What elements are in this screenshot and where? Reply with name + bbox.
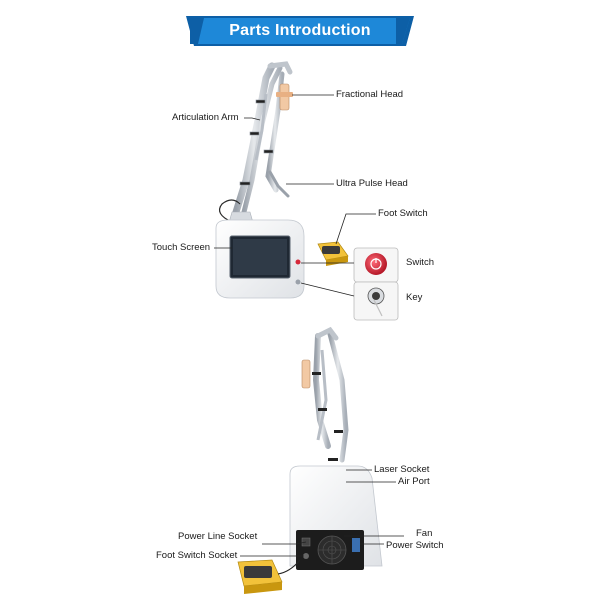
- page-title: Parts Introduction: [229, 22, 371, 39]
- label-fractional-head: Fractional Head: [336, 89, 404, 100]
- label-fan: Fan: [416, 528, 433, 539]
- label-foot-switch-socket: Foot Switch Socket: [156, 550, 238, 561]
- banner-left-accent: [190, 18, 204, 44]
- foot-switch-socket-dot: [303, 553, 309, 559]
- label-touch-screen: Touch Screen: [152, 242, 211, 253]
- banner-face: [190, 18, 410, 44]
- label-foot-switch: Foot Switch: [378, 208, 428, 219]
- label-key: Key: [406, 292, 423, 303]
- top-red-switch-dot: [295, 259, 301, 265]
- title-banner: [186, 16, 414, 46]
- switch-detail-box: [353, 247, 399, 283]
- label-laser-socket: Laser Socket: [374, 464, 430, 475]
- ultra-pulse-head: [268, 170, 290, 198]
- bottom-device: [237, 326, 404, 594]
- foot-switch-pedal: [317, 241, 349, 266]
- label-ultra-pulse-head: Ultra Pulse Head: [336, 178, 408, 189]
- fractional-head: [276, 83, 293, 111]
- top-device: [214, 61, 399, 321]
- articulation-arm: [219, 61, 293, 223]
- power-switch-block: [352, 538, 360, 552]
- top-key-dot: [295, 279, 301, 285]
- bottom-fractional-head: [301, 359, 311, 389]
- top-leader-lines: [214, 94, 376, 297]
- key-detail-box: [353, 281, 399, 321]
- label-power-switch: Power Switch: [386, 540, 444, 551]
- banner-right-accent: [396, 18, 410, 44]
- label-switch: Switch: [406, 257, 434, 268]
- bottom-articulation-arm: [301, 326, 373, 491]
- label-articulation-arm: Articulation Arm: [172, 112, 239, 123]
- label-air-port: Air Port: [398, 476, 430, 487]
- label-power-line-socket: Power Line Socket: [178, 531, 258, 542]
- bottom-foot-switch-pedal: [237, 559, 301, 594]
- bottom-leader-lines: [240, 469, 404, 557]
